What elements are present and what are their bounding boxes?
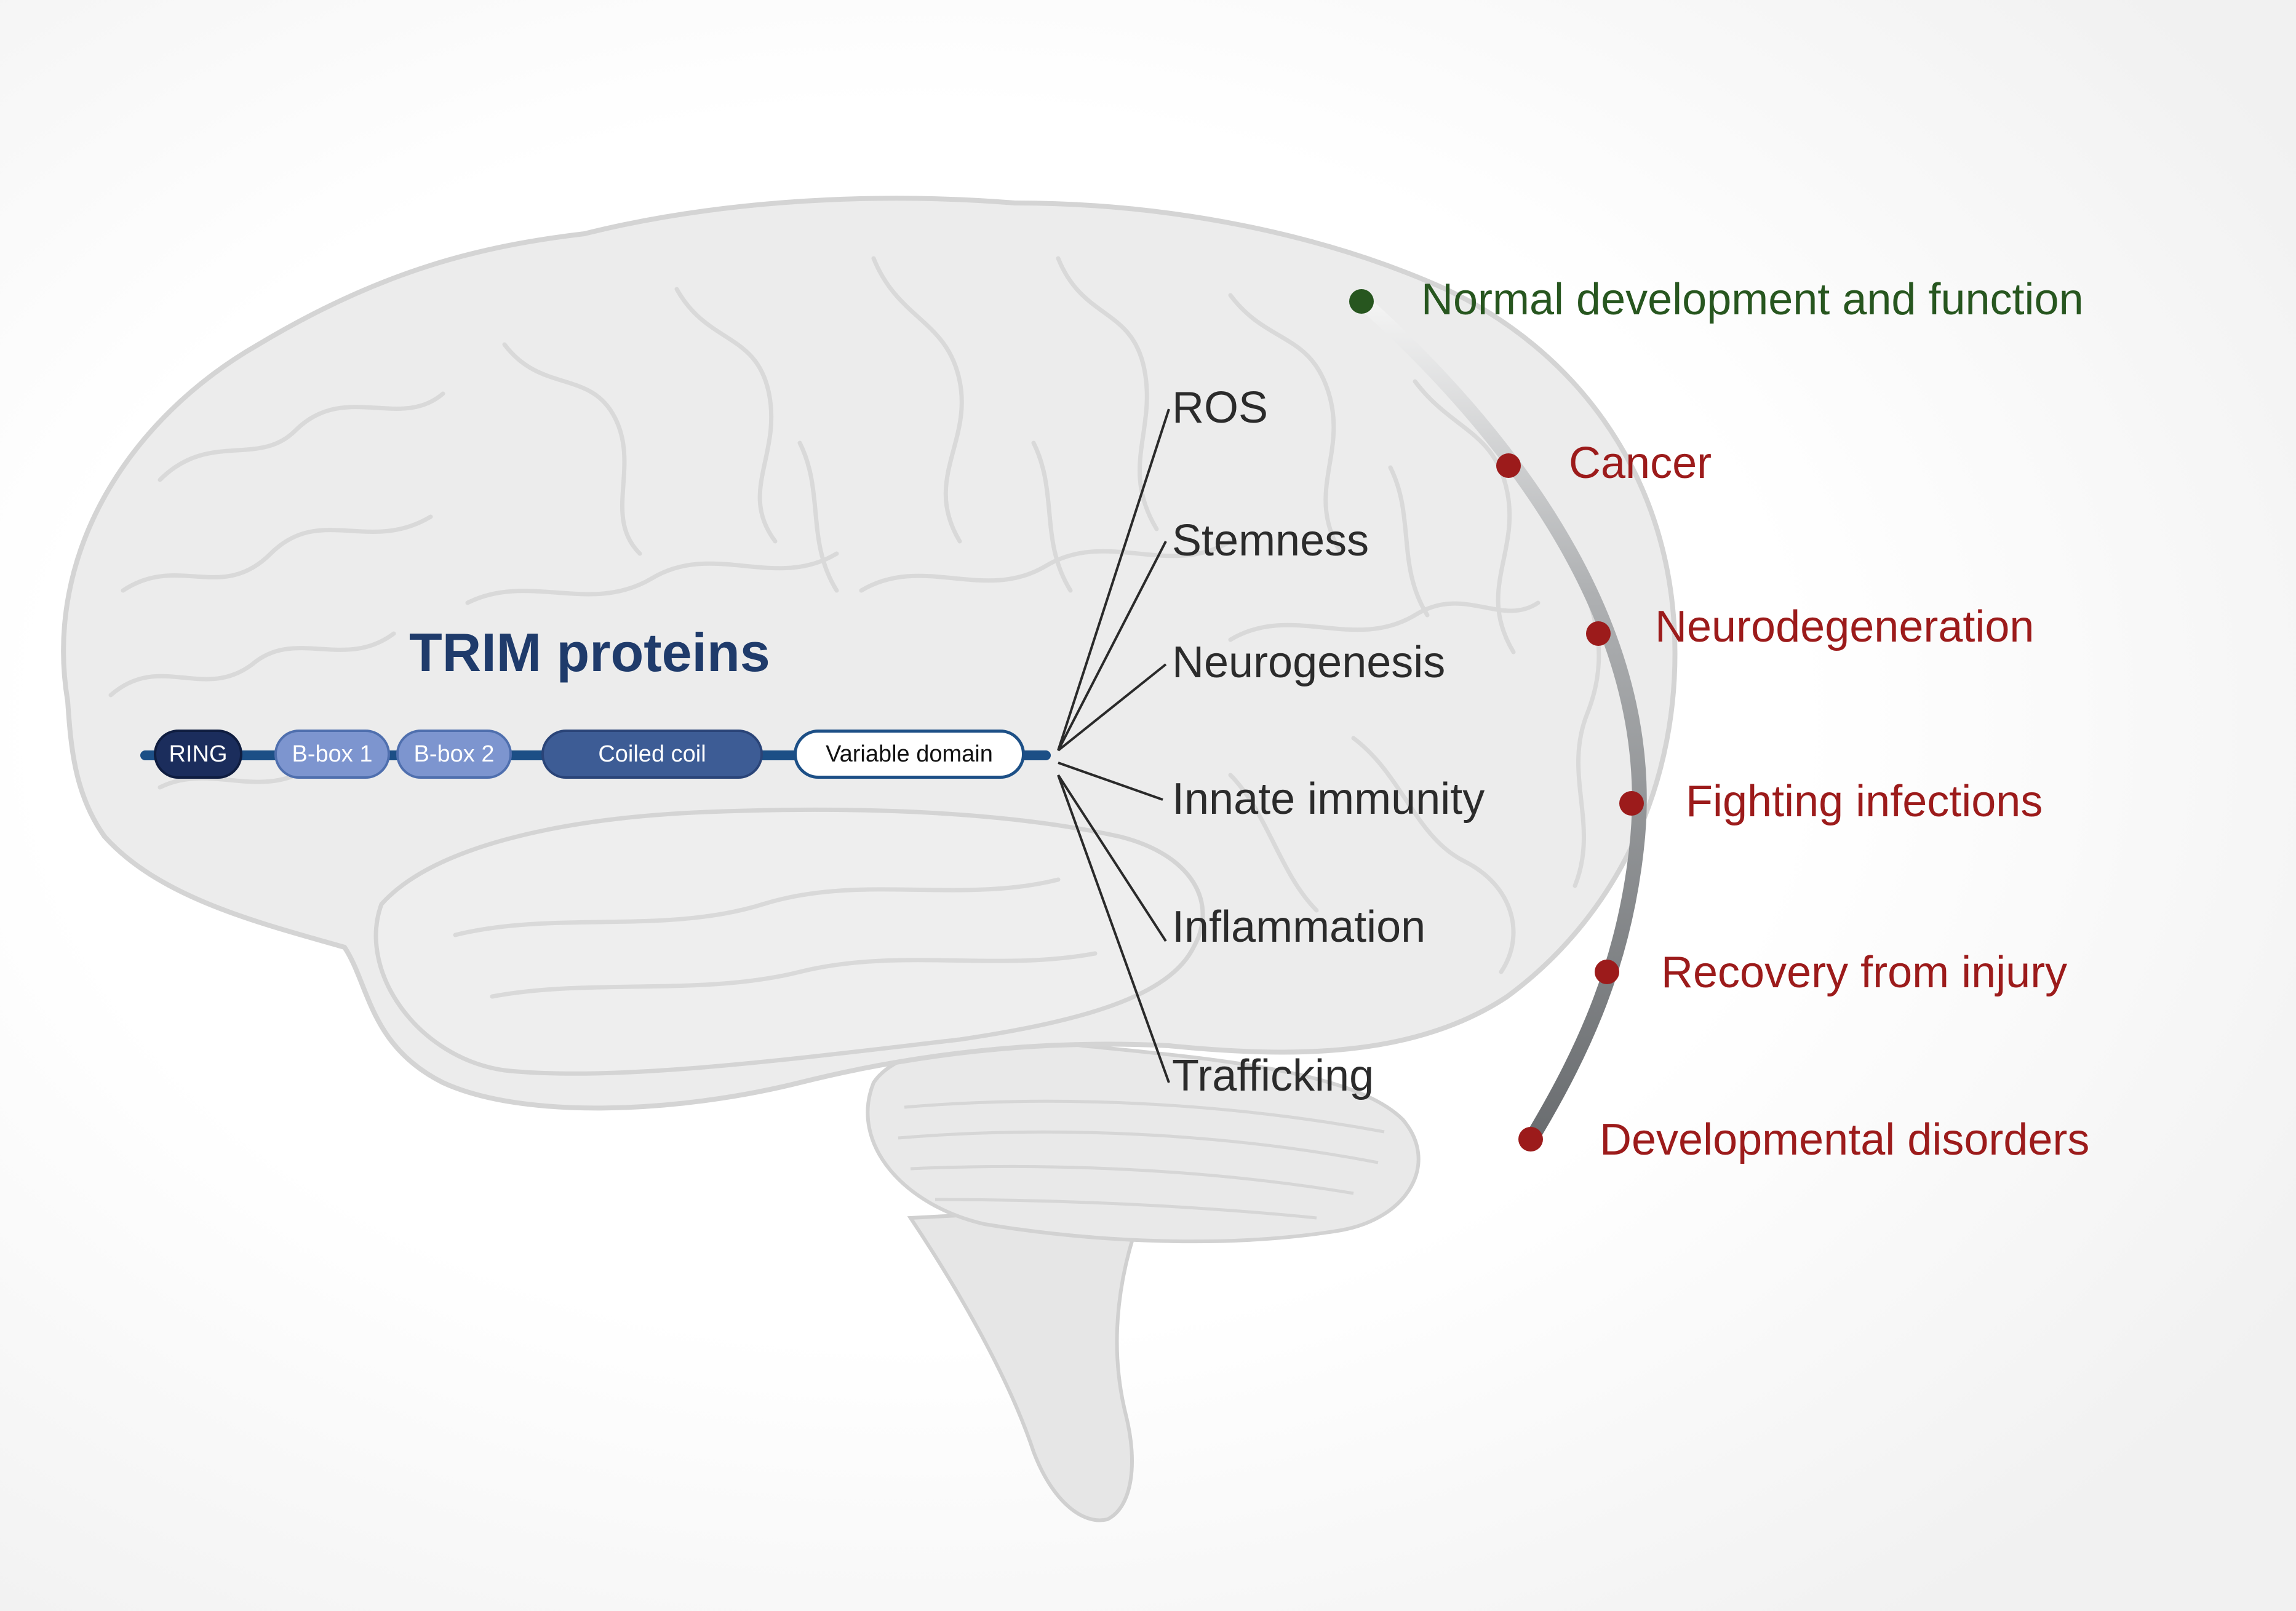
connector-stemness xyxy=(1057,541,1167,751)
function-neurogenesis: Neurogenesis xyxy=(1172,638,1446,687)
function-trafficking: Trafficking xyxy=(1172,1051,1374,1100)
function-innate-immunity: Innate immunity xyxy=(1172,774,1485,824)
function-stemness: Stemness xyxy=(1172,516,1369,565)
brain-illustration xyxy=(61,196,1678,1522)
outcome-arc xyxy=(1355,294,1647,1145)
outcome-dot-neurodegeneration xyxy=(1586,621,1611,646)
function-ros: ROS xyxy=(1172,383,1269,432)
outcome-dots xyxy=(1349,289,1644,1152)
outcome-normal-development: Normal development and function xyxy=(1421,275,2084,324)
domain-variable: Variable domain xyxy=(794,730,1025,779)
outcome-recovery-from-injury: Recovery from injury xyxy=(1661,948,2068,997)
brainstem xyxy=(907,1203,1147,1522)
outcome-dot-recovery xyxy=(1595,960,1619,984)
outcome-developmental-disorders: Developmental disorders xyxy=(1600,1115,2090,1164)
temporal-lobe xyxy=(373,807,1205,1076)
outcome-dot-normal xyxy=(1349,289,1374,314)
function-connectors xyxy=(1057,408,1170,1083)
domain-b-box-2: B-box 2 xyxy=(396,730,512,779)
outcome-neurodegeneration: Neurodegeneration xyxy=(1655,602,2035,651)
connector-ros xyxy=(1057,408,1170,751)
outcome-cancer: Cancer xyxy=(1569,439,1712,488)
domain-coiled-coil: Coiled coil xyxy=(541,730,763,779)
connector-inflammation xyxy=(1057,774,1167,942)
outcome-fighting-infections: Fighting infections xyxy=(1686,777,2043,826)
function-inflammation: Inflammation xyxy=(1172,902,1426,952)
domain-ring: RING xyxy=(154,730,242,779)
domain-b-box-1: B-box 1 xyxy=(274,730,390,779)
connector-neurogenesis xyxy=(1057,663,1167,752)
connector-trafficking xyxy=(1057,774,1170,1083)
outcome-dot-developmental-disorders xyxy=(1518,1127,1543,1152)
diagram-title: TRIM proteins xyxy=(409,622,770,683)
outcome-dot-cancer xyxy=(1496,453,1521,478)
connector-innate-immunity xyxy=(1058,762,1163,801)
outcome-dot-fighting-infections xyxy=(1619,791,1644,816)
